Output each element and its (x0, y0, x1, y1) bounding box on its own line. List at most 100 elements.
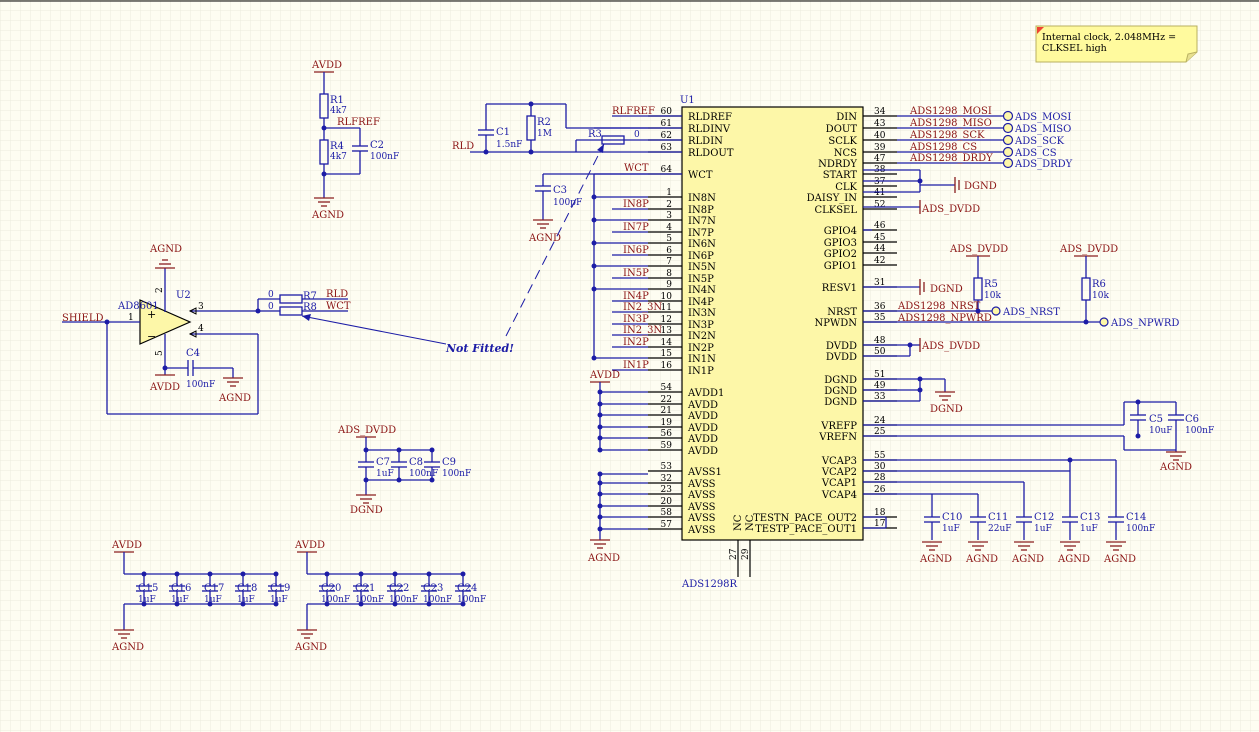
u1-pin-number: 5 (666, 234, 672, 244)
u2-pin-number: 2 (155, 287, 165, 293)
junction (597, 503, 603, 509)
capacitor-c9-ref: C9 (442, 457, 456, 468)
spi-net-label: ADS1298_SCK (909, 130, 985, 141)
u1-pin-name: IN4N (688, 285, 716, 296)
u1-pin-number: 46 (874, 221, 886, 231)
spi-net-label: ADS1298_DRDY (909, 153, 993, 164)
u1-pin-name: NPWDN (814, 318, 857, 329)
input-net-label: IN1P (623, 360, 649, 371)
rld-net: RLD (452, 141, 474, 152)
junction (591, 286, 597, 292)
u1-pin-number: 63 (661, 143, 673, 153)
capacitor-c9-value: 100nF (442, 469, 471, 479)
r7-net: RLD (326, 289, 348, 300)
internal-clock-note[interactable]: Internal clock, 2.048MHz = CLKSEL high (1035, 25, 1198, 63)
u1-pin-name: START (823, 170, 858, 181)
u1-pin-number: 10 (661, 292, 673, 302)
u1-pin-name: DGND (824, 397, 857, 408)
u1-pin-name: AVDD (687, 434, 718, 445)
ground-label: AGND (294, 642, 327, 653)
c4-value: 100nF (186, 380, 215, 390)
c6-value: 100nF (1185, 426, 1214, 436)
input-net-label: IN7P (623, 222, 649, 233)
c2-ref: C2 (370, 140, 384, 151)
capacitor-c11-value: 22uF (988, 524, 1012, 534)
u1-pin-name: IN7N (688, 216, 716, 227)
spi-port-ads_miso[interactable] (1002, 122, 1014, 134)
dgnd-label: DGND (350, 505, 383, 516)
u1-pin-number: 7 (666, 257, 672, 267)
r1-ref: R1 (330, 95, 344, 106)
junction (597, 401, 603, 407)
u1-pin-name: VCAP2 (821, 467, 857, 478)
ground-label: AGND (111, 642, 144, 653)
capacitor-c10-value: 1uF (942, 524, 960, 534)
input-net-label: IN2P (623, 337, 649, 348)
input-net-label: IN4P (623, 291, 649, 302)
u1-pin-number: 29 (741, 548, 751, 560)
u1-nc-label: NC (745, 514, 756, 531)
u1-pin-number: 15 (661, 349, 673, 359)
u1-pin-name: CLKSEL (814, 205, 857, 216)
junction (174, 601, 180, 607)
capacitor-c22-value: 100nF (389, 595, 418, 605)
u1-pin-name: AVSS (687, 490, 716, 501)
npwrd-net: ADS1298_NPWRD (897, 313, 992, 324)
junction (141, 601, 147, 607)
junction (591, 263, 597, 269)
u1-pin-name: AVSS (687, 525, 716, 536)
u1-pin-number: 25 (874, 427, 886, 437)
u1-pin-number: 53 (661, 462, 673, 472)
u1-pin-name: NCS (834, 148, 857, 159)
u1-pin-number: 34 (874, 107, 886, 117)
agnd-label: AGND (149, 244, 182, 255)
spi-port-ads_drdy[interactable] (1002, 157, 1014, 169)
u1-pin-number: 48 (874, 336, 886, 346)
spi-port-ads_cs[interactable] (1002, 146, 1014, 158)
r3-ref: R3 (588, 129, 602, 140)
ads-dvdd-label: ADS_DVDD (921, 341, 980, 352)
junction (591, 217, 597, 223)
u1-pin-number: 60 (661, 107, 673, 117)
u1-pin-name: VCAP1 (821, 478, 857, 489)
capacitor-c22-ref: C22 (389, 583, 409, 594)
u1-pin-number: 16 (661, 361, 673, 371)
u1-pin-name: RLDIN (688, 136, 723, 147)
u1-pin-number: 32 (661, 474, 672, 484)
u1-pin-number: 6 (666, 246, 672, 256)
junction (207, 601, 213, 607)
u1-pin-number: 14 (661, 338, 673, 348)
junction (597, 480, 603, 486)
resistor-r3[interactable] (601, 135, 625, 145)
capacitor-c23-ref: C23 (423, 583, 443, 594)
u1-pin-number: 57 (661, 520, 673, 530)
u1-pin-number: 27 (729, 548, 739, 560)
junction (396, 477, 402, 483)
u1-pin-number: 12 (661, 315, 672, 325)
capacitor-c18-value: 1uF (237, 595, 255, 605)
r4-value: 4k7 (330, 152, 347, 162)
u1-pin-name: IN2P (688, 343, 714, 354)
u1-pin-name: IN1P (688, 366, 714, 377)
u1-pin-number: 1 (666, 188, 672, 198)
u1-pin-name: CLK (835, 182, 857, 193)
ads-nrst-port[interactable] (991, 306, 1001, 316)
u1-pin-number: 2 (666, 200, 672, 210)
r5-value: 10k (984, 291, 1001, 301)
spi-port-ads_mosi[interactable] (1002, 110, 1014, 122)
u1-pin-number: 8 (666, 269, 672, 279)
u1-pin-number: 20 (661, 497, 673, 507)
ads-npwrd-port[interactable] (1099, 317, 1109, 327)
u1-pin-name: RESV1 (822, 283, 857, 294)
u1-pin-number: 43 (874, 119, 886, 129)
capacitor-c15-ref: C15 (138, 583, 158, 594)
rlfref-left-net: RLFREF (337, 117, 380, 128)
u1-pin-name: RLDOUT (688, 148, 734, 159)
u1-pin-name: RLDINV (688, 124, 731, 135)
spi-port-ads_sck[interactable] (1002, 134, 1014, 146)
u2-pin-number: 3 (198, 302, 204, 312)
junction (426, 571, 432, 577)
capacitor-c7-value: 1uF (376, 469, 394, 479)
